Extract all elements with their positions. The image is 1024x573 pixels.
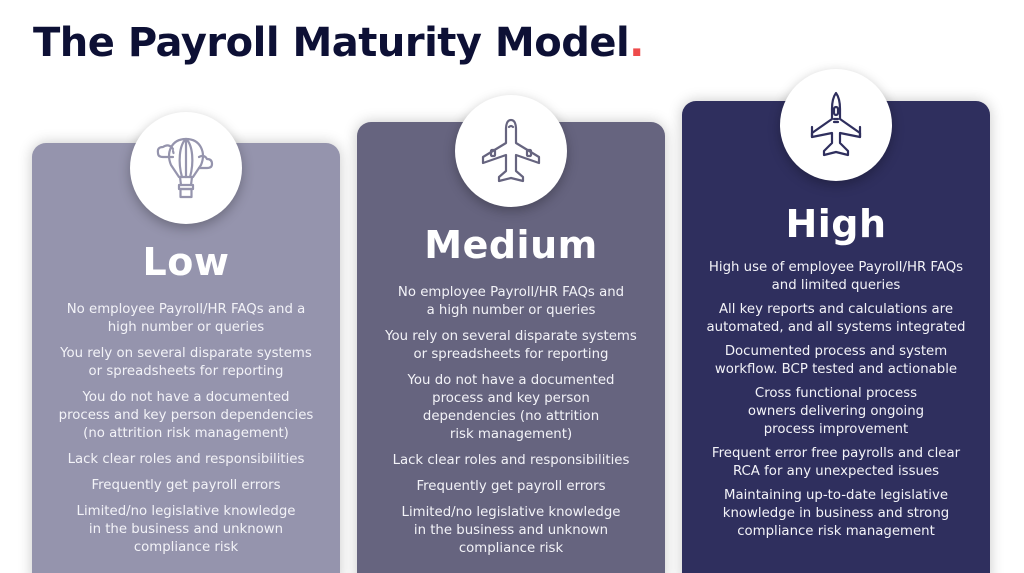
criteria-item: No employee Payroll/HR FAQs and a high n… <box>397 285 625 318</box>
criteria-item: Maintaining up-to-date legislative knowl… <box>722 488 950 539</box>
criteria-item: You do not have a documented process and… <box>407 373 615 442</box>
criteria-list: No employee Payroll/HR FAQs and a high n… <box>32 301 340 557</box>
criteria-list: High use of employee Payroll/HR FAQs and… <box>682 259 990 541</box>
criteria-item: You rely on several disparate systems or… <box>385 329 637 362</box>
level-title: High <box>785 202 887 246</box>
criteria-item: You rely on several disparate systems or… <box>60 346 312 379</box>
criteria-item: High use of employee Payroll/HR FAQs and… <box>708 260 964 293</box>
title-accent-dot: . <box>629 20 644 66</box>
criteria-item: Limited/no legislative knowledge in the … <box>401 505 621 556</box>
level-title: Low <box>142 240 230 284</box>
criteria-item: Documented process and system workflow. … <box>714 344 958 377</box>
level-title: Medium <box>424 223 598 267</box>
criteria-item: All key reports and calculations are aut… <box>706 302 966 335</box>
fighter-jet-icon <box>780 69 892 181</box>
criteria-item: Frequent error free payrolls and clear R… <box>711 446 961 479</box>
airplane-icon <box>455 95 567 207</box>
hot-air-balloon-icon <box>130 112 242 224</box>
criteria-item: Lack clear roles and responsibilities <box>67 452 305 467</box>
criteria-item: Frequently get payroll errors <box>91 478 281 493</box>
criteria-item: No employee Payroll/HR FAQs and a high n… <box>66 302 306 335</box>
criteria-item: Frequently get payroll errors <box>416 479 606 494</box>
criteria-item: Lack clear roles and responsibilities <box>392 453 630 468</box>
criteria-item: Cross functional process owners deliveri… <box>747 386 925 437</box>
page-title-text: The Payroll Maturity Model <box>33 20 630 66</box>
page-title: The Payroll Maturity Model. <box>33 20 644 66</box>
criteria-item: You do not have a documented process and… <box>58 390 314 441</box>
criteria-item: Limited/no legislative knowledge in the … <box>76 504 296 555</box>
criteria-list: No employee Payroll/HR FAQs and a high n… <box>357 284 665 558</box>
